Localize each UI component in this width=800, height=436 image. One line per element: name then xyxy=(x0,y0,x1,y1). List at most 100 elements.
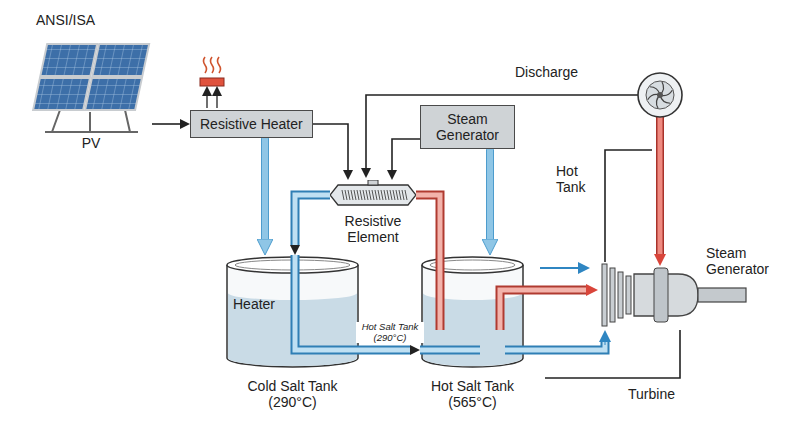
drawing-part xyxy=(646,81,674,109)
pump-lines xyxy=(545,117,680,378)
pump-symbol xyxy=(638,73,682,117)
edge-label: Hot Salt Tank (290°C) xyxy=(356,322,424,343)
drawing-part xyxy=(540,267,578,269)
resistive-element-symbol xyxy=(330,180,416,210)
pipe-bore xyxy=(420,348,480,353)
element-coil xyxy=(384,190,386,200)
salt-pipe xyxy=(416,195,440,255)
pv-module xyxy=(33,78,90,110)
element-coil xyxy=(399,190,401,200)
tank-caption: Hot Salt Tank (565°C) xyxy=(420,378,525,410)
drawing-part xyxy=(647,85,673,108)
element-coil xyxy=(363,190,365,200)
pv-label: PV xyxy=(30,135,152,151)
pipe-bore xyxy=(438,255,443,330)
pipe-wall xyxy=(505,346,525,355)
drawing-part xyxy=(204,57,221,73)
turbine-disk xyxy=(610,268,615,322)
drawing-part xyxy=(525,342,605,350)
salt-pipe xyxy=(525,290,586,291)
element-coil xyxy=(378,190,380,200)
element-coil xyxy=(372,190,374,200)
element-coil xyxy=(381,190,383,200)
element-coil xyxy=(342,190,344,200)
return-pipe xyxy=(525,342,605,350)
heat-flow-arrow xyxy=(490,149,491,239)
discharge-line xyxy=(366,95,638,168)
element-coil xyxy=(345,190,347,200)
salt-tank xyxy=(225,255,360,370)
element-coil xyxy=(348,190,350,200)
element-cap xyxy=(368,180,378,185)
pv-array xyxy=(33,44,149,110)
element-coil xyxy=(396,190,398,200)
pipe-wall xyxy=(420,346,480,355)
turbine-shaft xyxy=(698,288,746,302)
drawing-part xyxy=(366,95,638,168)
pv-module xyxy=(40,44,97,76)
element-coil xyxy=(405,190,407,200)
element-label: Resistive Element xyxy=(330,213,416,245)
pv-stand xyxy=(45,110,138,132)
element-coil xyxy=(357,190,359,200)
flow-arrow xyxy=(540,268,578,269)
turbine-unit: Steam Generator xyxy=(598,245,790,330)
pipe-wall xyxy=(295,255,360,350)
element-coil xyxy=(402,190,404,200)
connector-line xyxy=(392,139,420,170)
box-label: Resistive Heater xyxy=(200,116,303,132)
connector-line xyxy=(295,195,330,245)
pipe-bore xyxy=(500,290,525,330)
salt-pipe xyxy=(295,195,330,245)
element-coil xyxy=(369,190,371,200)
pv-array: PV xyxy=(30,40,152,151)
heat-flow-arrow xyxy=(265,138,266,239)
connector-line xyxy=(261,138,269,239)
drawing-part xyxy=(200,78,224,86)
salt-pipe xyxy=(360,350,410,351)
salt-tank xyxy=(420,255,525,370)
drawing-part xyxy=(216,96,217,108)
part-label: Hot Tank xyxy=(556,163,596,195)
connector-line xyxy=(360,348,410,353)
connector-line xyxy=(360,346,410,355)
connector-line xyxy=(152,123,180,125)
pv-module xyxy=(92,44,149,76)
connector xyxy=(152,124,180,125)
drawing-part xyxy=(605,150,652,262)
part-label: Turbine xyxy=(628,386,675,402)
process-box: Steam Generator xyxy=(420,105,515,149)
connector xyxy=(392,139,420,170)
salt-tank: Hot Salt Tank (565°C) xyxy=(420,255,525,410)
turbine-disk xyxy=(626,276,631,314)
standard-label: ANSI/ISA xyxy=(36,12,95,28)
pv-module xyxy=(85,78,142,110)
connector-line xyxy=(487,149,493,239)
turbine-flange xyxy=(654,268,668,322)
drawing-part xyxy=(605,342,606,345)
process-box: Resistive Heater xyxy=(190,110,313,138)
drawing-part xyxy=(525,342,605,350)
drawing-part xyxy=(638,73,682,117)
salt-tank: Cold Salt Tank (290°C) xyxy=(225,255,360,410)
element-coil xyxy=(351,190,353,200)
part-label: Heater xyxy=(233,296,275,312)
pipe-bore xyxy=(295,255,360,350)
element-coil xyxy=(366,190,368,200)
turbine-disk xyxy=(602,264,607,326)
element-coil xyxy=(390,190,392,200)
box-label: Steam Generator xyxy=(430,111,505,143)
drawing-part xyxy=(656,117,664,254)
turbine-disk xyxy=(618,272,623,318)
connector xyxy=(313,124,348,170)
heater-icon xyxy=(200,57,224,108)
pipe-wall xyxy=(500,290,525,330)
connector-line xyxy=(486,149,494,239)
line-label: Discharge xyxy=(515,64,578,80)
element-coil xyxy=(354,190,356,200)
pipe-bore xyxy=(505,348,525,353)
resistive-element: Resistive Element xyxy=(330,180,416,245)
element-coil xyxy=(375,190,377,200)
connector-line xyxy=(313,124,348,170)
connector-line xyxy=(525,288,586,293)
